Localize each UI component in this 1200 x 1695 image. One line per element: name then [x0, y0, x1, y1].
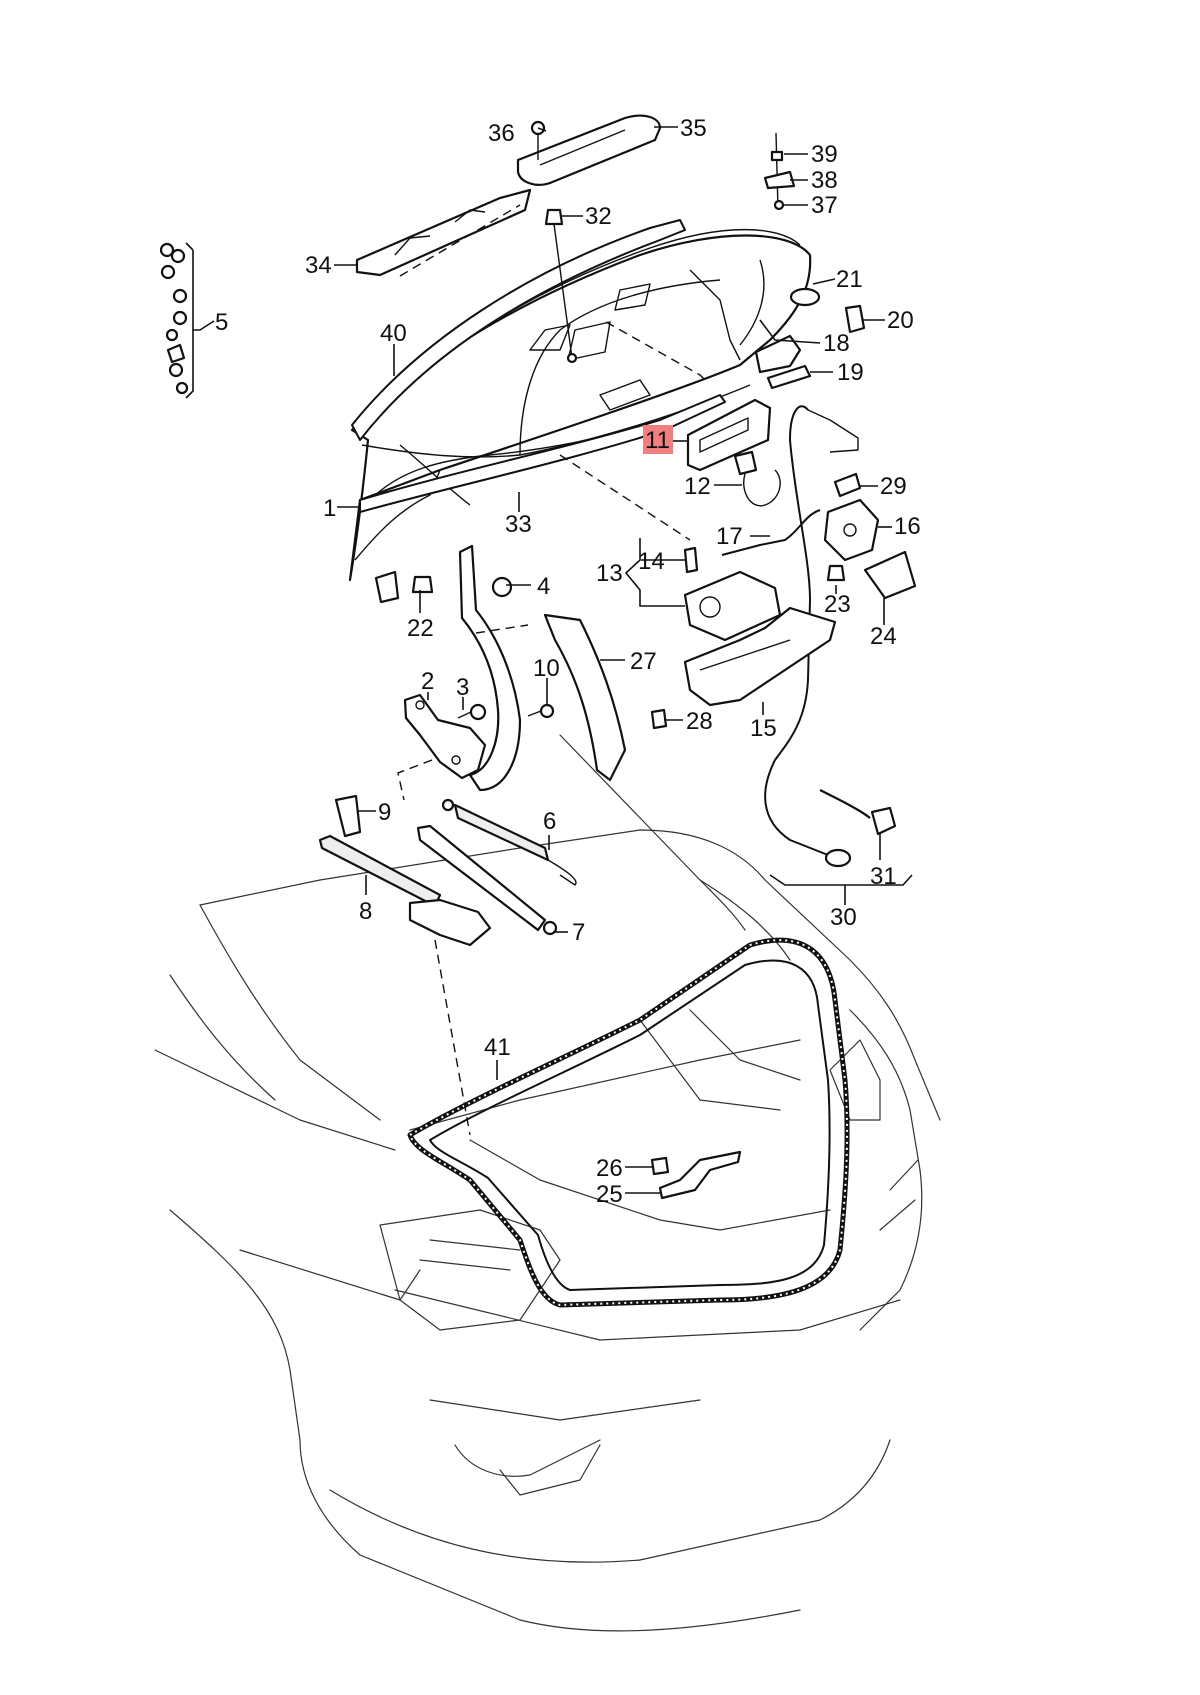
label-25: 25	[596, 1181, 623, 1208]
part-3-bolt	[457, 703, 487, 721]
label-15: 15	[750, 715, 777, 742]
label-31: 31	[870, 863, 897, 890]
hinge-arm	[458, 544, 522, 792]
part-4-nut	[491, 576, 513, 598]
label-1: 1	[323, 495, 336, 522]
dashed-lines	[397, 204, 706, 1136]
part-22-buffer	[374, 570, 434, 604]
part-10-bolt	[527, 703, 555, 719]
label-23: 23	[824, 591, 851, 618]
part-15-tray	[683, 606, 837, 707]
label-33: 33	[505, 511, 532, 538]
label-14: 14	[638, 548, 665, 575]
label-20: 20	[887, 307, 914, 334]
parts-37-39-rod	[763, 132, 796, 211]
label-3: 3	[456, 674, 469, 701]
part-7-gas-strut	[416, 824, 558, 936]
label-36: 36	[488, 120, 515, 147]
part-18-bracket	[754, 334, 802, 374]
part-16-lock	[823, 498, 880, 562]
part-11-control-unit	[686, 398, 772, 472]
part-32-clip	[544, 208, 578, 364]
label-37: 37	[811, 192, 838, 219]
label-38: 38	[811, 167, 838, 194]
label-6: 6	[543, 808, 556, 835]
label-17: 17	[716, 523, 743, 550]
highlight-box-11	[643, 425, 673, 454]
label-22: 22	[407, 615, 434, 642]
label-27: 27	[630, 648, 657, 675]
part-33-lid-lower-seal	[359, 394, 726, 513]
part-28-clip	[650, 708, 668, 730]
label-35: 35	[680, 115, 707, 142]
part-labels: 36 35 32 34 39 38 37 21 20 5 40 18 19 11…	[215, 115, 921, 1208]
label-28: 28	[686, 708, 713, 735]
part-27-hinge-cover	[543, 613, 627, 782]
label-11: 11	[645, 427, 670, 454]
part-21-grommet	[789, 287, 821, 307]
label-41: 41	[484, 1034, 511, 1061]
part-31-cable-clip	[819, 789, 897, 836]
car-body-outline	[154, 734, 941, 1632]
label-39: 39	[811, 141, 838, 168]
label-21: 21	[836, 266, 863, 293]
label-40: 40	[380, 320, 407, 347]
part-2-hinge	[403, 693, 487, 780]
part-26-nut	[650, 1156, 670, 1176]
label-8: 8	[359, 898, 372, 925]
part-24-striker-cover	[863, 550, 917, 600]
part-29-switch	[833, 472, 862, 498]
part-34-cover-strip	[355, 188, 532, 277]
label-7: 7	[572, 919, 585, 946]
part-25-striker	[658, 1150, 742, 1200]
part-20-plug	[844, 304, 866, 334]
label-16: 16	[894, 513, 921, 540]
label-24: 24	[870, 623, 897, 650]
part-14-connector	[683, 546, 699, 574]
part-17-cable	[721, 509, 821, 556]
part-8-spindle-drive	[318, 834, 492, 947]
label-29: 29	[880, 473, 907, 500]
label-13: 13	[596, 560, 623, 587]
part-9-bracket	[334, 794, 362, 838]
label-10: 10	[533, 655, 560, 682]
label-18: 18	[823, 330, 850, 357]
part-36-screw	[530, 120, 546, 160]
leader-lines	[185, 126, 913, 1194]
label-2: 2	[421, 668, 434, 695]
label-34: 34	[305, 252, 332, 279]
part-6-spring	[441, 798, 577, 886]
label-32: 32	[585, 203, 612, 230]
label-5: 5	[215, 309, 228, 336]
part-40-lid-edge	[351, 219, 686, 441]
label-4: 4	[537, 573, 550, 600]
part-23-nut	[826, 564, 846, 582]
label-19: 19	[837, 359, 864, 386]
part-19-trim	[766, 364, 812, 390]
part-12-wiring	[733, 450, 781, 507]
label-30: 30	[830, 904, 857, 931]
label-12: 12	[684, 473, 711, 500]
label-9: 9	[378, 799, 391, 826]
part-5-fastener-set	[159, 242, 189, 395]
part-41-trunk-seal	[407, 937, 850, 1308]
part-35-cover-plate	[516, 114, 662, 186]
label-26: 26	[596, 1155, 623, 1182]
